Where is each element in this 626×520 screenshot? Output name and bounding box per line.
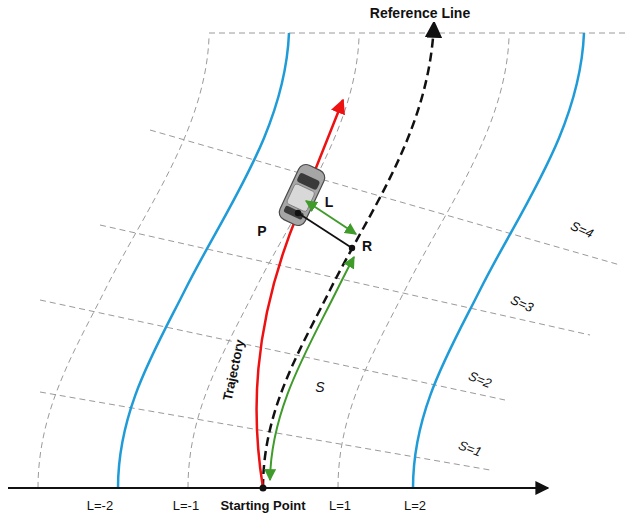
lane-boundary: [413, 33, 584, 488]
grid-line: [38, 38, 209, 488]
reference-line: [263, 22, 434, 488]
point-label: R: [360, 239, 374, 254]
vehicle-icon: [277, 162, 328, 228]
offset-label: L: [323, 195, 336, 210]
trajectory-label: Trajectory: [220, 336, 248, 404]
station-label: S=2: [465, 368, 496, 392]
grid-line: [209, 33, 626, 34]
axis-tick-label: L=2: [402, 499, 428, 513]
s-arc: [270, 257, 354, 480]
lane-boundary: [118, 33, 289, 488]
lane-boundaries: [118, 33, 584, 488]
axis-tick-label: L=-2: [85, 499, 115, 513]
grid-line: [150, 130, 620, 265]
station-label: S=1: [455, 438, 486, 461]
trajectory-line: [257, 100, 343, 488]
point-label: P: [255, 224, 268, 239]
projection-line: [298, 213, 352, 248]
station-label: S=3: [507, 292, 538, 316]
point-r: [349, 245, 355, 251]
car-body: [277, 162, 328, 228]
station-label: S=4: [567, 218, 598, 242]
car-rear-window: [283, 205, 304, 220]
title-label: Reference Line: [368, 6, 472, 21]
grid-lines: [38, 33, 626, 488]
axis-tick-label: L=-1: [171, 499, 201, 513]
arc-length-label: S: [313, 380, 326, 395]
origin-label: Starting Point: [218, 499, 307, 513]
grid-line: [188, 38, 359, 488]
axis-line: [8, 487, 548, 489]
axis-tick-label: L=1: [327, 499, 353, 513]
start-point: [260, 485, 267, 492]
point-p: [295, 210, 301, 216]
grid-line: [100, 225, 590, 335]
